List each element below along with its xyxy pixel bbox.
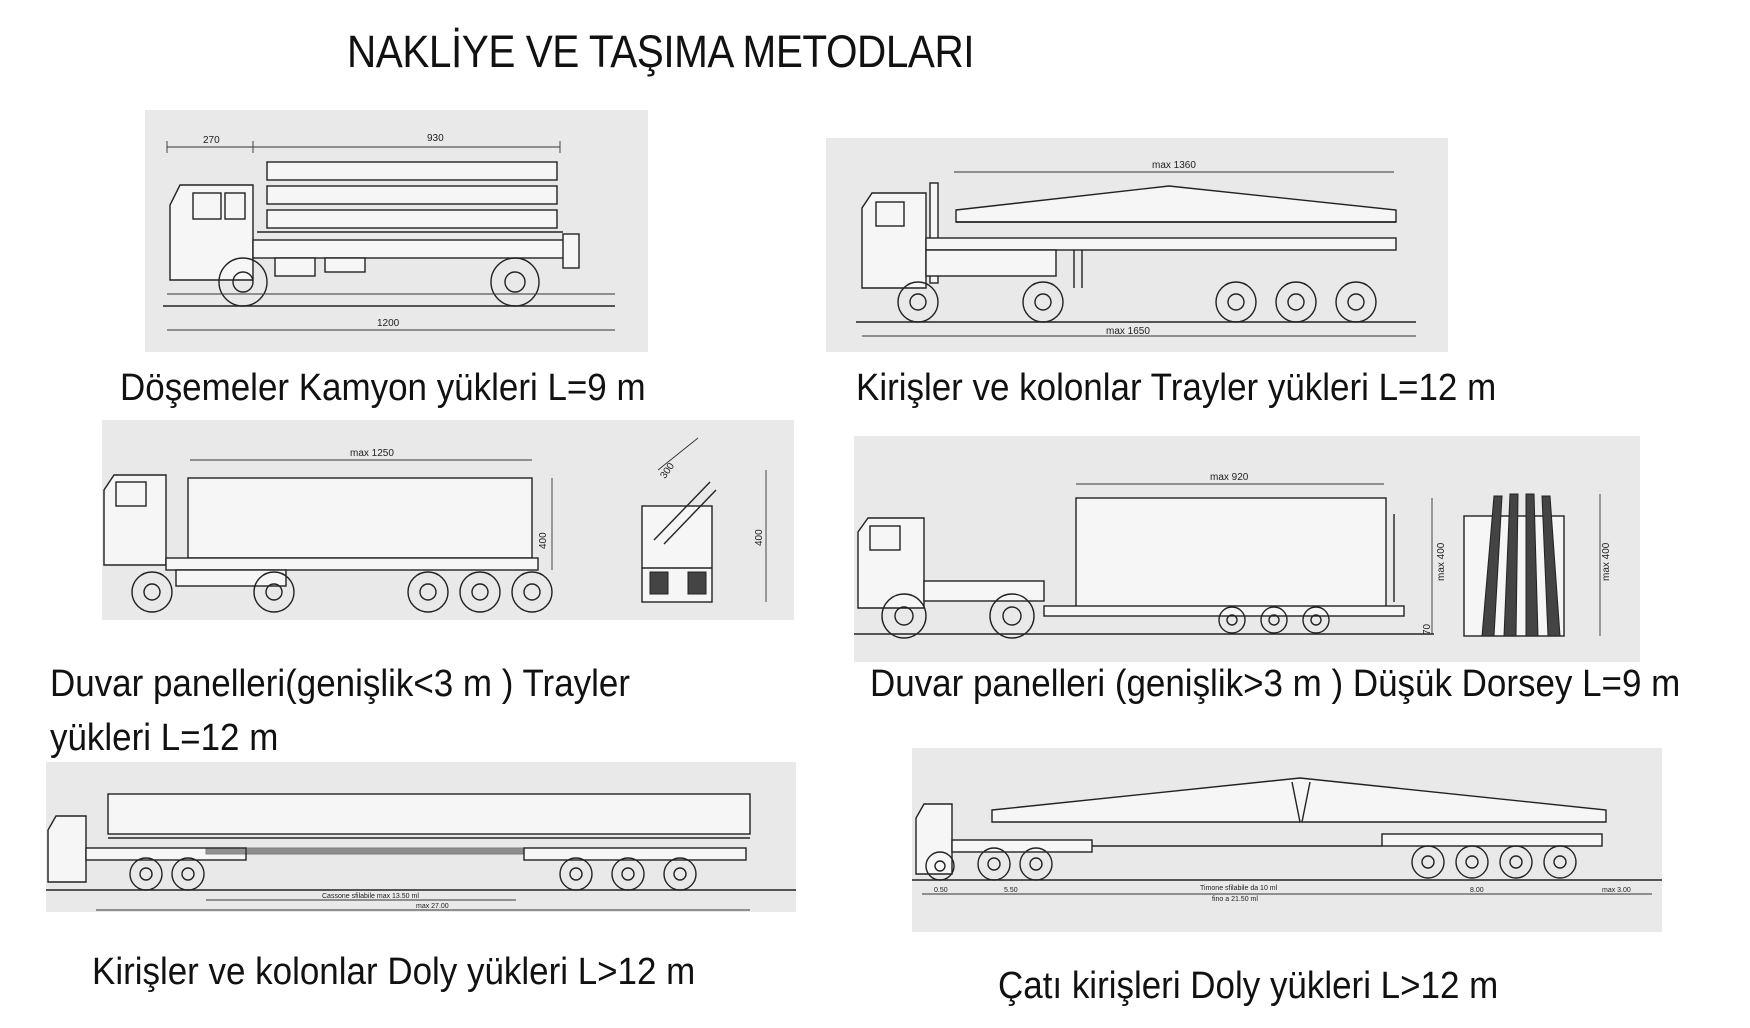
dim-label: fino a 21.50 ml	[1212, 896, 1258, 903]
diagram-trailer-wall-panels: max 1250 400 300 400	[102, 420, 794, 620]
dim-label: 930	[427, 133, 444, 144]
page-title: NAKLİYE VE TAŞIMA METODLARI	[347, 26, 975, 77]
trailer-wall-panels-drawing: max 1250 400 300 400	[103, 437, 767, 613]
dolly-roof-beams-drawing: 0.50 5.50 Timone sfilabile da 10 ml fino…	[912, 777, 1662, 903]
dim-label: 400	[754, 529, 765, 546]
dim-label: 8.00	[1470, 887, 1484, 894]
caption-truck-slabs: Döşemeler Kamyon yükleri L=9 m	[120, 367, 646, 409]
dim-label: max 400	[1601, 542, 1612, 581]
dim-label: max 400	[1436, 542, 1447, 581]
caption-trailer-wall-panels-line1: Duvar panelleri(genişlik<3 m ) Trayler	[50, 663, 630, 705]
dim-label: 70	[1422, 623, 1433, 635]
dim-label: max 920	[1210, 472, 1249, 483]
diagram-dolly-beams: Cassone sfilabile max 13.50 ml max 27.00	[46, 762, 796, 912]
truck-slabs-drawing: 270 930 1200	[163, 133, 615, 331]
diagram-lowloader-wall-panels: max 920 max 400 70 max 400	[854, 436, 1640, 662]
lowloader-wall-panels-drawing: max 920 max 400 70 max 400	[854, 472, 1612, 639]
dolly-beams-drawing: Cassone sfilabile max 13.50 ml max 27.00	[46, 793, 796, 911]
caption-dolly-roof-beams: Çatı kirişleri Doly yükleri L>12 m	[998, 965, 1499, 1007]
dim-label: max 1650	[1106, 326, 1150, 337]
caption-trailer-beams: Kirişler ve kolonlar Trayler yükleri L=1…	[856, 367, 1497, 409]
dim-label: max 1360	[1152, 160, 1196, 171]
dim-label: 5.50	[1004, 887, 1018, 894]
caption-dolly-beams: Kirişler ve kolonlar Doly yükleri L>12 m	[92, 951, 696, 993]
caption-lowloader-wall-panels: Duvar panelleri (genişlik>3 m ) Düşük Do…	[870, 663, 1681, 705]
dim-label: max 1250	[350, 448, 394, 459]
diagram-dolly-roof-beams: 0.50 5.50 Timone sfilabile da 10 ml fino…	[912, 748, 1662, 932]
dim-label: 400	[538, 532, 549, 549]
dim-label: max 3.00	[1602, 887, 1631, 894]
dim-label: 1200	[377, 318, 400, 329]
trailer-beams-drawing: max 1360 max 1650	[856, 160, 1416, 337]
dim-label: Cassone sfilabile max 13.50 ml	[322, 893, 419, 900]
dim-label: 0.50	[934, 887, 948, 894]
dim-label: max 27.00	[416, 903, 449, 910]
dim-label: 270	[203, 135, 220, 146]
caption-trailer-wall-panels-line2: yükleri L=12 m	[50, 717, 279, 759]
diagram-truck-slabs: 270 930 1200	[145, 110, 648, 352]
dim-label: Timone sfilabile da 10 ml	[1200, 885, 1278, 892]
dim-label: 300	[658, 461, 677, 481]
diagram-trailer-beams: max 1360 max 1650	[826, 138, 1448, 352]
